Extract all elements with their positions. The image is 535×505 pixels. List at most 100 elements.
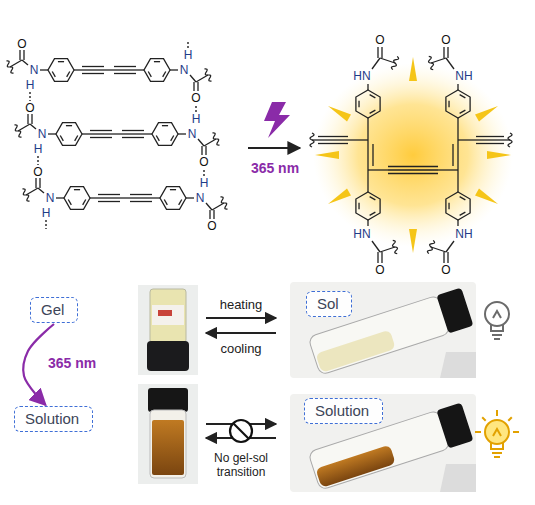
hydrogen-bond <box>37 156 38 165</box>
hydrogen-bond <box>195 105 196 112</box>
chemical-bond <box>148 71 151 76</box>
chemical-bond <box>171 135 174 140</box>
chemical-bond <box>18 124 30 131</box>
chemical-bond <box>170 189 176 190</box>
process-label: cooling <box>220 342 261 355</box>
chemical-bond <box>204 139 216 146</box>
chemical-bond <box>74 189 80 190</box>
hydrogen-atom: H <box>200 177 209 189</box>
nitrogen-atom: N <box>30 64 39 76</box>
bulb-glass <box>485 420 509 444</box>
chemical-bond <box>30 124 36 129</box>
chain-continuation <box>212 133 219 145</box>
hydrogen-atom: H <box>26 79 35 91</box>
benzene-ring <box>160 187 186 210</box>
lightbulb-off-icon <box>485 302 509 339</box>
chemical-bond <box>448 101 449 108</box>
ray <box>475 189 498 205</box>
chemical-bond <box>130 197 152 198</box>
prohibition-sign <box>230 420 252 442</box>
sticker-mark <box>158 310 172 316</box>
chemical-bond <box>377 252 378 263</box>
sol-vial-photo <box>290 282 476 378</box>
chemical-bond <box>74 69 82 70</box>
chemical-bond <box>58 61 64 62</box>
bulb-neck <box>491 324 503 331</box>
nitrogen-atom: N <box>196 192 205 204</box>
chain-continuation <box>310 133 314 147</box>
lightning-bolt <box>264 102 290 138</box>
benzene-ring <box>356 90 380 118</box>
chemical-bond <box>460 212 466 215</box>
oxygen-atom: O <box>441 264 450 276</box>
amide-group: NH <box>455 228 472 240</box>
chemical-bond <box>82 73 104 74</box>
hydrogen-atom: H <box>42 207 51 219</box>
vial-liquid <box>315 445 395 488</box>
chemical-bond <box>68 199 71 204</box>
tilted-vial <box>308 287 473 375</box>
chemical-bond <box>452 144 453 166</box>
chemical-bond <box>380 247 395 252</box>
ray <box>475 106 498 122</box>
reaction-arrow <box>248 147 300 149</box>
wavelength-label: 365 nm <box>46 356 98 371</box>
chemical-bond <box>460 95 466 98</box>
chemical-bond <box>431 58 446 63</box>
chemical-bond <box>318 139 348 140</box>
chemical-bond <box>152 197 160 198</box>
chemical-bond <box>154 61 160 62</box>
chemical-bond <box>90 137 112 138</box>
solution-vial-photo <box>138 384 198 484</box>
lightbulb-lit-icon <box>475 410 519 457</box>
photo-ground <box>290 282 476 378</box>
chemical-bond <box>82 69 104 70</box>
process-label: heating <box>220 298 263 311</box>
chemical-bond <box>443 252 444 263</box>
chemical-bond <box>372 144 373 166</box>
chemical-bond <box>122 133 144 134</box>
oxygen-atom: O <box>207 220 216 232</box>
chemical-bond <box>457 118 458 140</box>
chemical-bond <box>372 58 380 69</box>
vial-body <box>150 410 186 478</box>
chemical-bond <box>196 75 208 82</box>
oxygen-atom: O <box>25 102 34 114</box>
chemical-bond <box>197 82 198 91</box>
chemical-bond <box>60 135 63 140</box>
bulb-glass <box>485 302 509 326</box>
chemical-bond <box>209 210 210 219</box>
amide-group: NH <box>455 70 472 82</box>
chemical-bond <box>370 110 376 113</box>
chain-continuation <box>220 197 227 209</box>
bulb-filament <box>493 311 501 318</box>
chemical-bond <box>66 125 72 126</box>
chemical-bond <box>318 143 348 144</box>
chemical-bond <box>82 66 104 67</box>
chemical-bond <box>136 69 144 70</box>
chemical-bond <box>348 139 368 140</box>
chemical-bond <box>457 220 458 226</box>
chemical-bond <box>114 66 136 67</box>
chemical-bond <box>457 84 458 90</box>
chemical-bond <box>178 133 186 134</box>
amide-group: HN <box>353 70 370 82</box>
bulb-base <box>494 456 500 458</box>
chemical-bond <box>22 60 28 65</box>
chemical-bond <box>186 197 194 198</box>
oxygen-atom: O <box>375 34 384 46</box>
chemical-bond <box>368 169 388 170</box>
chemical-bond <box>83 199 86 204</box>
chemical-bond <box>367 140 368 170</box>
chemical-bond <box>98 194 120 195</box>
chemical-bond <box>31 114 32 124</box>
chemical-bond <box>388 173 438 174</box>
vial-stand <box>440 352 476 378</box>
chain-continuation <box>6 61 13 73</box>
bulb-ray <box>508 417 512 421</box>
chemical-bond <box>460 197 466 200</box>
chemical-bond <box>367 84 368 90</box>
chemical-structures <box>6 40 511 263</box>
photo-ground <box>138 384 198 484</box>
